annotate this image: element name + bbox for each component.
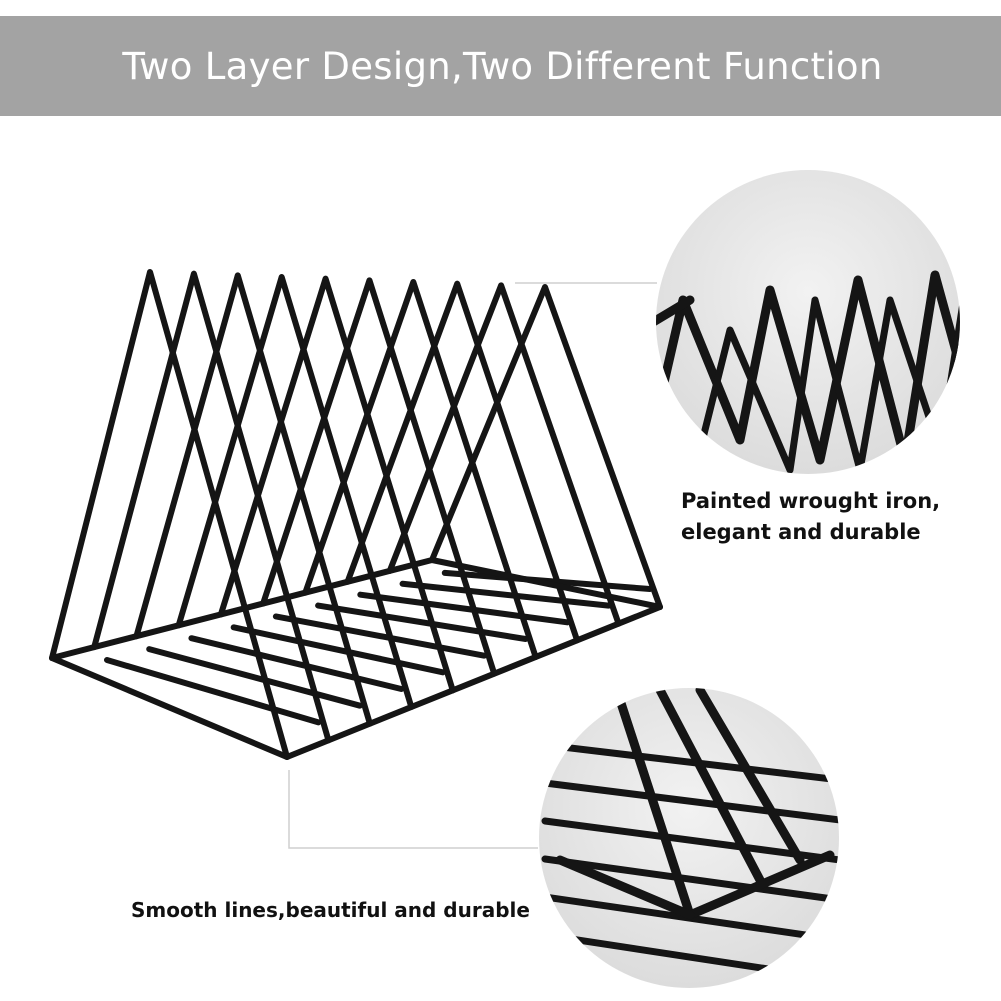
zoom-circle-bottom: [539, 688, 839, 988]
caption-smooth-lines: Smooth lines,beautiful and durable: [131, 898, 530, 922]
banner-title: Two Layer Design,Two Different Function: [122, 44, 883, 88]
caption-line-2: elegant and durable: [681, 520, 921, 544]
wire-rack-image: [49, 269, 663, 760]
connector-lines: [288, 282, 657, 849]
zoom-circle-top: [656, 170, 960, 474]
caption-line-1: Painted wrought iron,: [681, 489, 941, 513]
header-banner: Two Layer Design,Two Different Function: [0, 16, 1001, 116]
caption-painted-iron: Painted wrought iron, elegant and durabl…: [681, 486, 940, 548]
